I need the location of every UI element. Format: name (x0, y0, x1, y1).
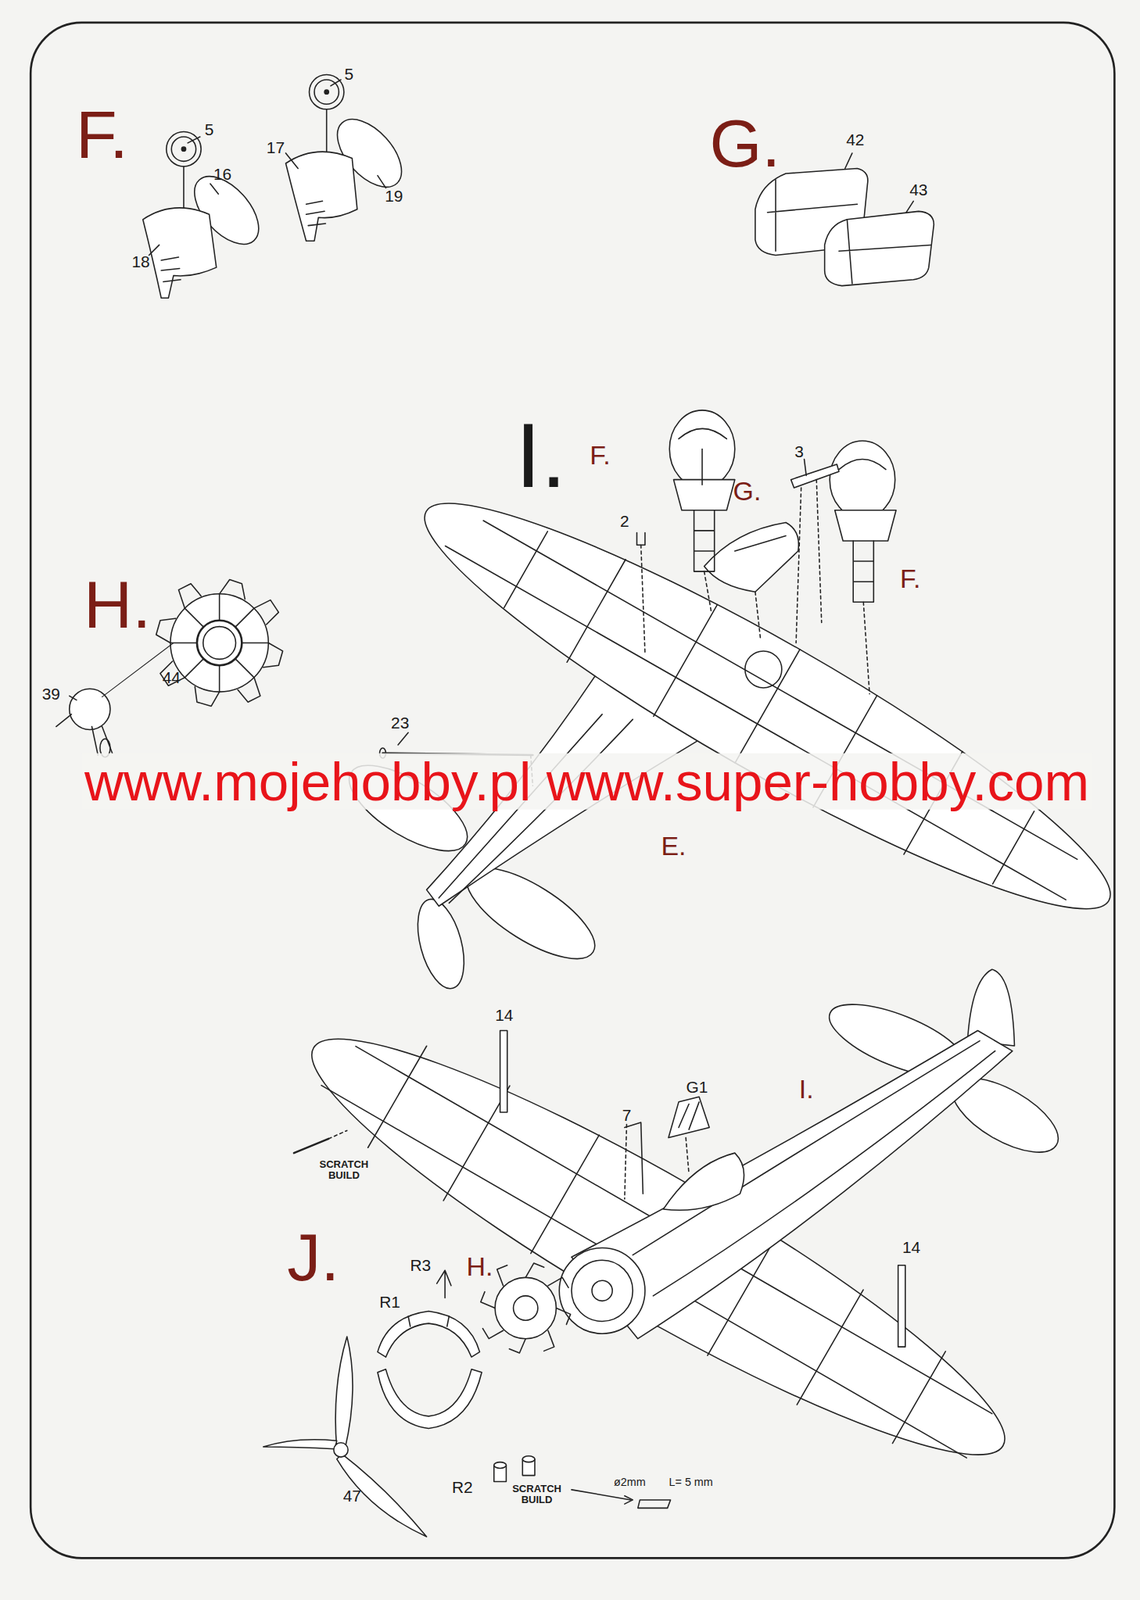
callout-number: F. (899, 566, 921, 595)
step-letter: H. (83, 568, 151, 639)
callout-number: 43 (909, 181, 928, 199)
callout-number: SCRATCH BUILD (311, 1159, 377, 1181)
step-letter: J. (286, 1222, 340, 1293)
callout-number: F. (589, 442, 610, 471)
callout-number: 17 (266, 139, 285, 157)
callout-number: 14 (902, 1239, 921, 1257)
callout-number: 3 (794, 443, 804, 461)
callout-number: I. (799, 1075, 814, 1105)
callout-number: ø2mm (613, 1476, 646, 1489)
callout-number: 16 (213, 165, 232, 183)
step-letter: I. (515, 408, 567, 505)
callout-number: 7 (622, 1107, 632, 1125)
callout-number: E. (660, 833, 686, 862)
callout-number: G. (733, 477, 762, 506)
callout-number: L= 5 mm (669, 1476, 714, 1489)
callout-number: G1 (686, 1079, 709, 1097)
callout-number: R1 (379, 1294, 401, 1312)
callout-number: SCRATCH BUILD (504, 1484, 570, 1506)
watermark: www.mojehobby.pl www.super-hobby.com (81, 753, 1093, 811)
callout-number: R3 (409, 1257, 431, 1275)
step-letter: G. (709, 107, 781, 179)
callout-number: 2 (620, 512, 630, 531)
callout-number: H. (466, 1253, 494, 1282)
step-letter: F. (75, 99, 129, 170)
callout-number: 19 (384, 187, 403, 205)
callout-number: 44 (162, 669, 181, 687)
callout-number: 42 (846, 131, 864, 149)
callout-number: 5 (344, 65, 355, 83)
callout-number: 18 (132, 253, 151, 271)
callout-number: 39 (42, 685, 61, 703)
callout-number: R2 (451, 1479, 474, 1497)
callout-number: 23 (390, 714, 409, 732)
callout-number: 5 (204, 121, 215, 139)
callout-number: 47 (343, 1487, 362, 1506)
callout-number: 14 (494, 1007, 513, 1025)
